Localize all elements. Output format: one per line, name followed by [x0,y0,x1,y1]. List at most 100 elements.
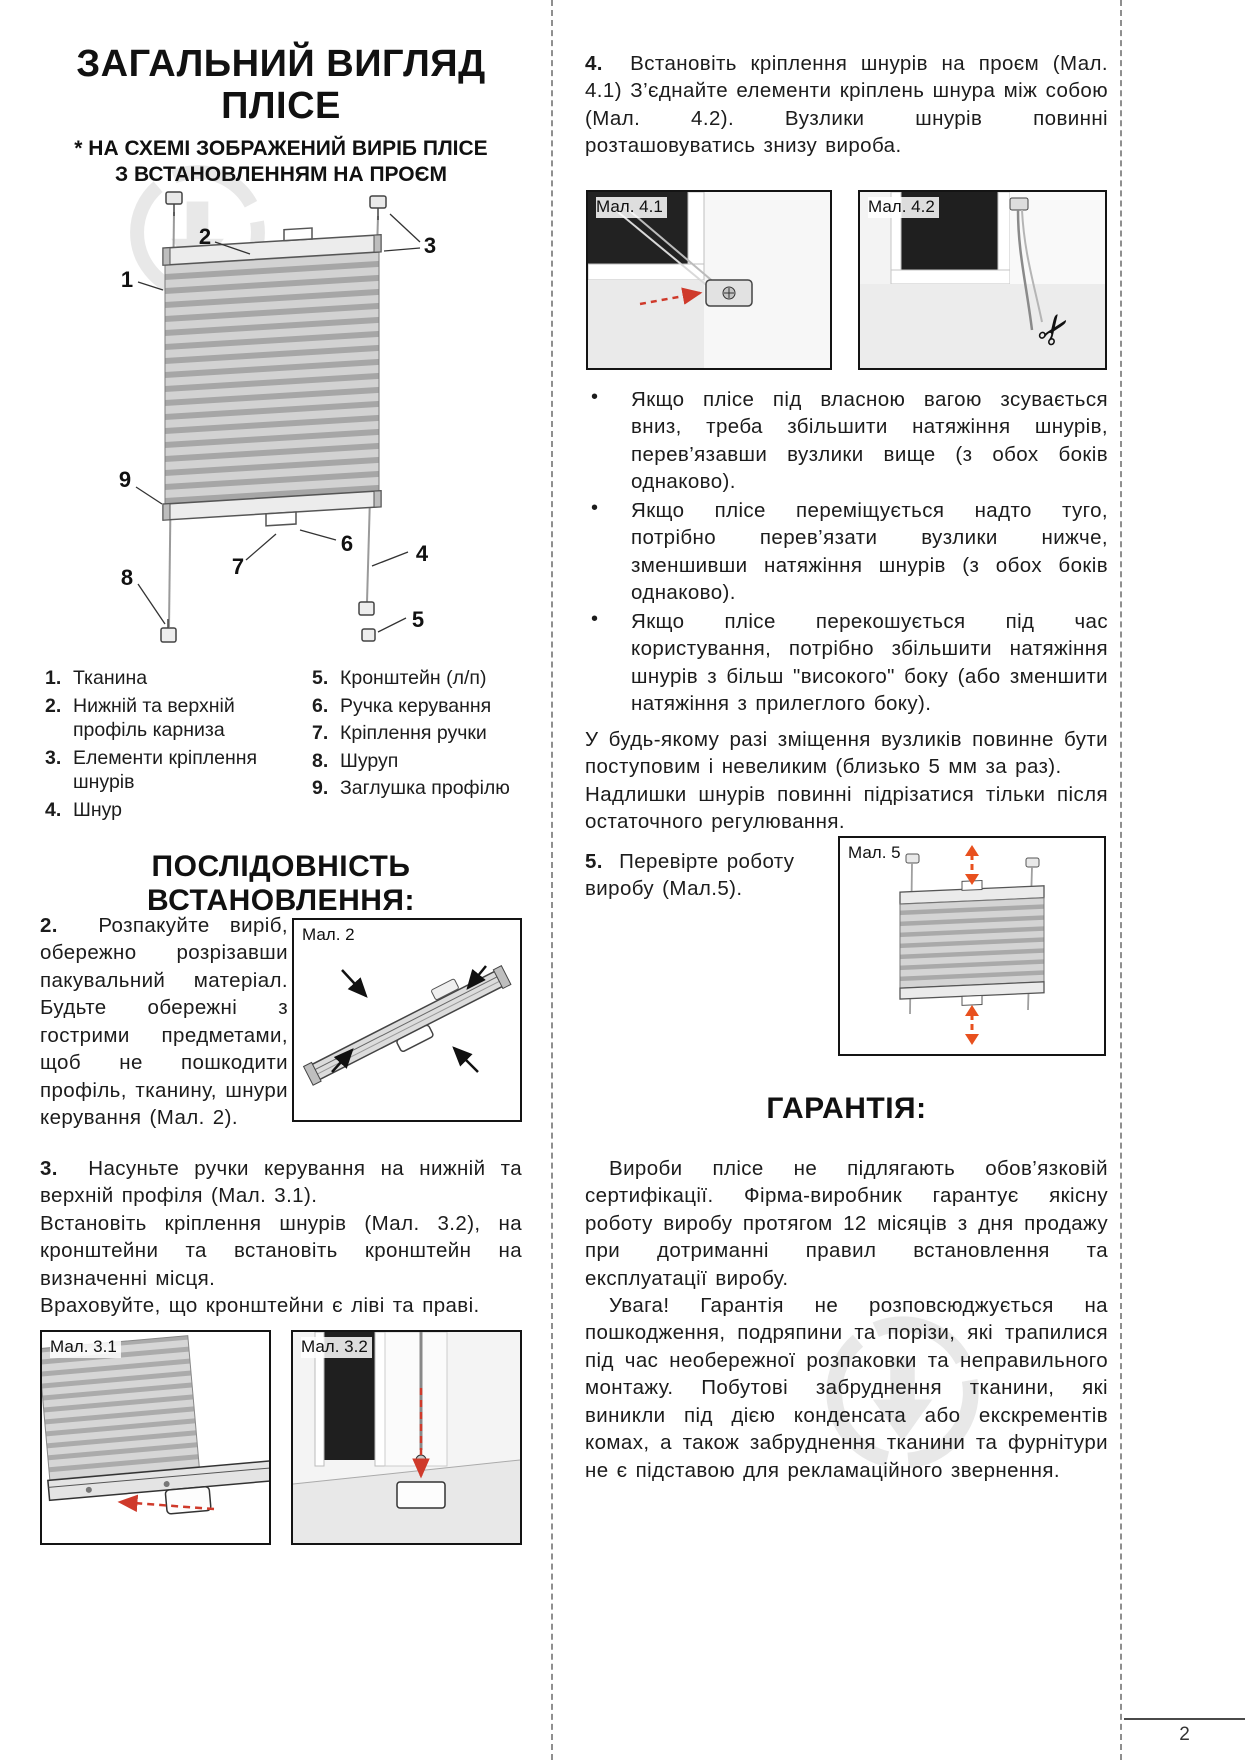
callout-4: 4 [416,541,429,566]
figure-4-2-drawing: ✂ [860,192,1105,368]
legend-text: Тканина [73,667,148,689]
step-2-paragraph: 2. Розпакуйте виріб, обережно розрізавши… [40,912,288,1132]
page-title: ЗАГАЛЬНИЙ ВИГЛЯД ПЛІСЕ [40,43,522,128]
callout-9: 9 [119,467,131,492]
figure-5-label: Мал. 5 [848,843,905,864]
step-4-text: Встановіть кріплення шнурів на проєм (Ма… [585,52,1108,158]
bullet-text: Якщо плісе переміщується надто туго, пот… [631,499,1108,604]
figure-4-1-drawing [588,192,830,368]
figure-2-drawing [302,965,512,1086]
bullet-marker: • [591,608,599,630]
step-5-number: 5. [585,850,603,873]
legend-num: 7. [312,722,329,745]
figure-3-1-label: Мал. 3.1 [50,1337,121,1358]
column-divider [551,0,553,1760]
callout-8: 8 [121,565,133,590]
legend-text: Кріплення ручки [340,722,487,745]
figure-5: Мал. 5 [838,836,1106,1056]
list-item: • Якщо плісе під власною вагою зсуваєтьс… [585,386,1108,495]
callout-5: 5 [412,607,424,632]
legend-column-2: 5. Кронштейн (л/п) 6. Ручка керування 7.… [312,666,527,804]
callout-2: 2 [199,224,211,249]
legend-text: Шнур [73,798,123,821]
page-subtitle-line1: * НА СХЕМІ ЗОБРАЖЕНИЙ ВИРІБ ПЛІСЕ [74,137,488,160]
step-2-text: Розпакуйте виріб, обережно розрізавши па… [40,914,288,1130]
legend-num: 1. [45,667,62,689]
adjustment-bullet-list: • Якщо плісе під власною вагою зсуваєтьс… [585,386,1108,719]
legend-text: Ручка керування [340,694,492,717]
warranty-section-title: ГАРАНТІЯ: [766,1092,927,1125]
callout-3: 3 [424,233,436,258]
adjustment-note-line1: У будь-якому разі зміщення вузликів пови… [585,728,1108,779]
page-number-rule [1124,1718,1245,1720]
adjustment-note: У будь-якому разі зміщення вузликів пови… [585,726,1108,836]
page-edge-divider [1120,0,1122,1760]
figure-2-label: Мал. 2 [302,925,359,946]
figure-4-2-label: Мал. 4.2 [868,197,939,218]
legend-text: Нижній та верхній профіль карниза [73,694,235,742]
legend-text: Шуруп [340,749,399,772]
step-5-paragraph: 5. Перевірте роботу виробу (Мал.5). [585,848,825,903]
bullet-marker: • [591,497,599,519]
figure-2: Мал. 2 [292,918,522,1122]
legend-item: 3. Елементи кріплення шнурів [45,746,285,795]
legend-num: 2. [45,694,62,717]
step-3-paragraph: 3. Насуньте ручки керування на нижній та… [40,1155,522,1320]
legend-item: 5. Кронштейн (л/п) [312,666,527,691]
callout-7: 7 [232,554,244,579]
figure-3-2: Мал. 3.2 [291,1330,522,1545]
legend-num: 4. [45,798,62,821]
figure-3-2-drawing [293,1332,520,1543]
legend-num: 3. [45,746,62,769]
step-3-line2: Встановіть кріплення шнурів (Мал. 3.2), … [40,1211,522,1290]
page-subtitle: * НА СХЕМІ ЗОБРАЖЕНИЙ ВИРІБ ПЛІСЕ З ВСТА… [40,136,522,189]
callout-6: 6 [341,531,353,556]
legend-text: Кронштейн (л/п) [340,667,487,689]
warranty-paragraph-1: Вироби плісе не підлягають обов’язковій … [585,1157,1108,1290]
sequence-section-title: ПОСЛІДОВНІСТЬ ВСТАНОВЛЕННЯ: [147,850,415,917]
bullet-text: Якщо плісе перекошується під час користу… [631,610,1108,715]
legend-num: 8. [312,749,329,772]
figure-3-1-drawing [42,1335,269,1515]
figure-4-1-label: Мал. 4.1 [596,197,667,218]
callout-numbers: 1 2 3 4 5 6 7 8 9 [119,224,436,632]
figure-3-2-label: Мал. 3.2 [301,1337,372,1358]
legend-item: 8. Шуруп [312,749,527,774]
step-2-number: 2. [40,914,58,937]
step-3-line3: Враховуйте, що кронштейни є ліві та прав… [40,1294,480,1318]
blind-overview-diagram: 1 2 3 4 5 6 7 8 9 [119,191,436,643]
legend-item: 2. Нижній та верхній профіль карниза [45,694,285,743]
bullet-marker: • [591,386,599,408]
legend-item: 6. Ручка керування [312,694,527,719]
adjustment-note-line2: Надлишки шнурів повинні підрізатися тіль… [585,782,1108,834]
figure-4-1: Мал. 4.1 [586,190,832,370]
blind-body [162,227,382,527]
brand-watermark-icon [826,1316,979,1469]
warranty-paragraph-2: Увага! Гарантія не розповсюджується на п… [585,1294,1108,1482]
callout-1: 1 [121,267,133,292]
list-item: • Якщо плісе перекошується під час корис… [585,608,1108,717]
legend-item: 1. Тканина [45,666,285,691]
legend-num: 5. [312,667,329,689]
legend-num: 9. [312,777,329,800]
step-5-text: Перевірте роботу виробу (Мал.5). [585,850,795,901]
page-number: 2 [1179,1724,1190,1745]
bottom-brackets [160,601,376,643]
step-4-number: 4. [585,52,603,75]
bullet-text: Якщо плісе під власною вагою зсувається … [631,388,1108,493]
legend-column-1: 1. Тканина 2. Нижній та верхній профіль … [45,666,285,825]
figure-5-drawing [899,845,1045,1045]
page-title-line1: ЗАГАЛЬНИЙ ВИГЛЯД [76,43,486,85]
legend-item: 7. Кріплення ручки [312,721,527,746]
top-brackets [165,191,387,220]
page-subtitle-line2: З ВСТАНОВЛЕННЯМ НА ПРОЄМ [114,163,448,187]
step-4-paragraph: 4. Встановіть кріплення шнурів на проєм … [585,50,1108,160]
step-3-number: 3. [40,1157,58,1180]
list-item: • Якщо плісе переміщується надто туго, п… [585,497,1108,606]
step-3-line1: Насуньте ручки керування на нижній та ве… [40,1157,522,1208]
page-title-line2: ПЛІСЕ [221,84,341,127]
figure-3-1: Мал. 3.1 [40,1330,271,1545]
figure-4-2: Мал. 4.2 ✂ [858,190,1107,370]
legend-text: Елементи кріплення шнурів [73,746,258,794]
